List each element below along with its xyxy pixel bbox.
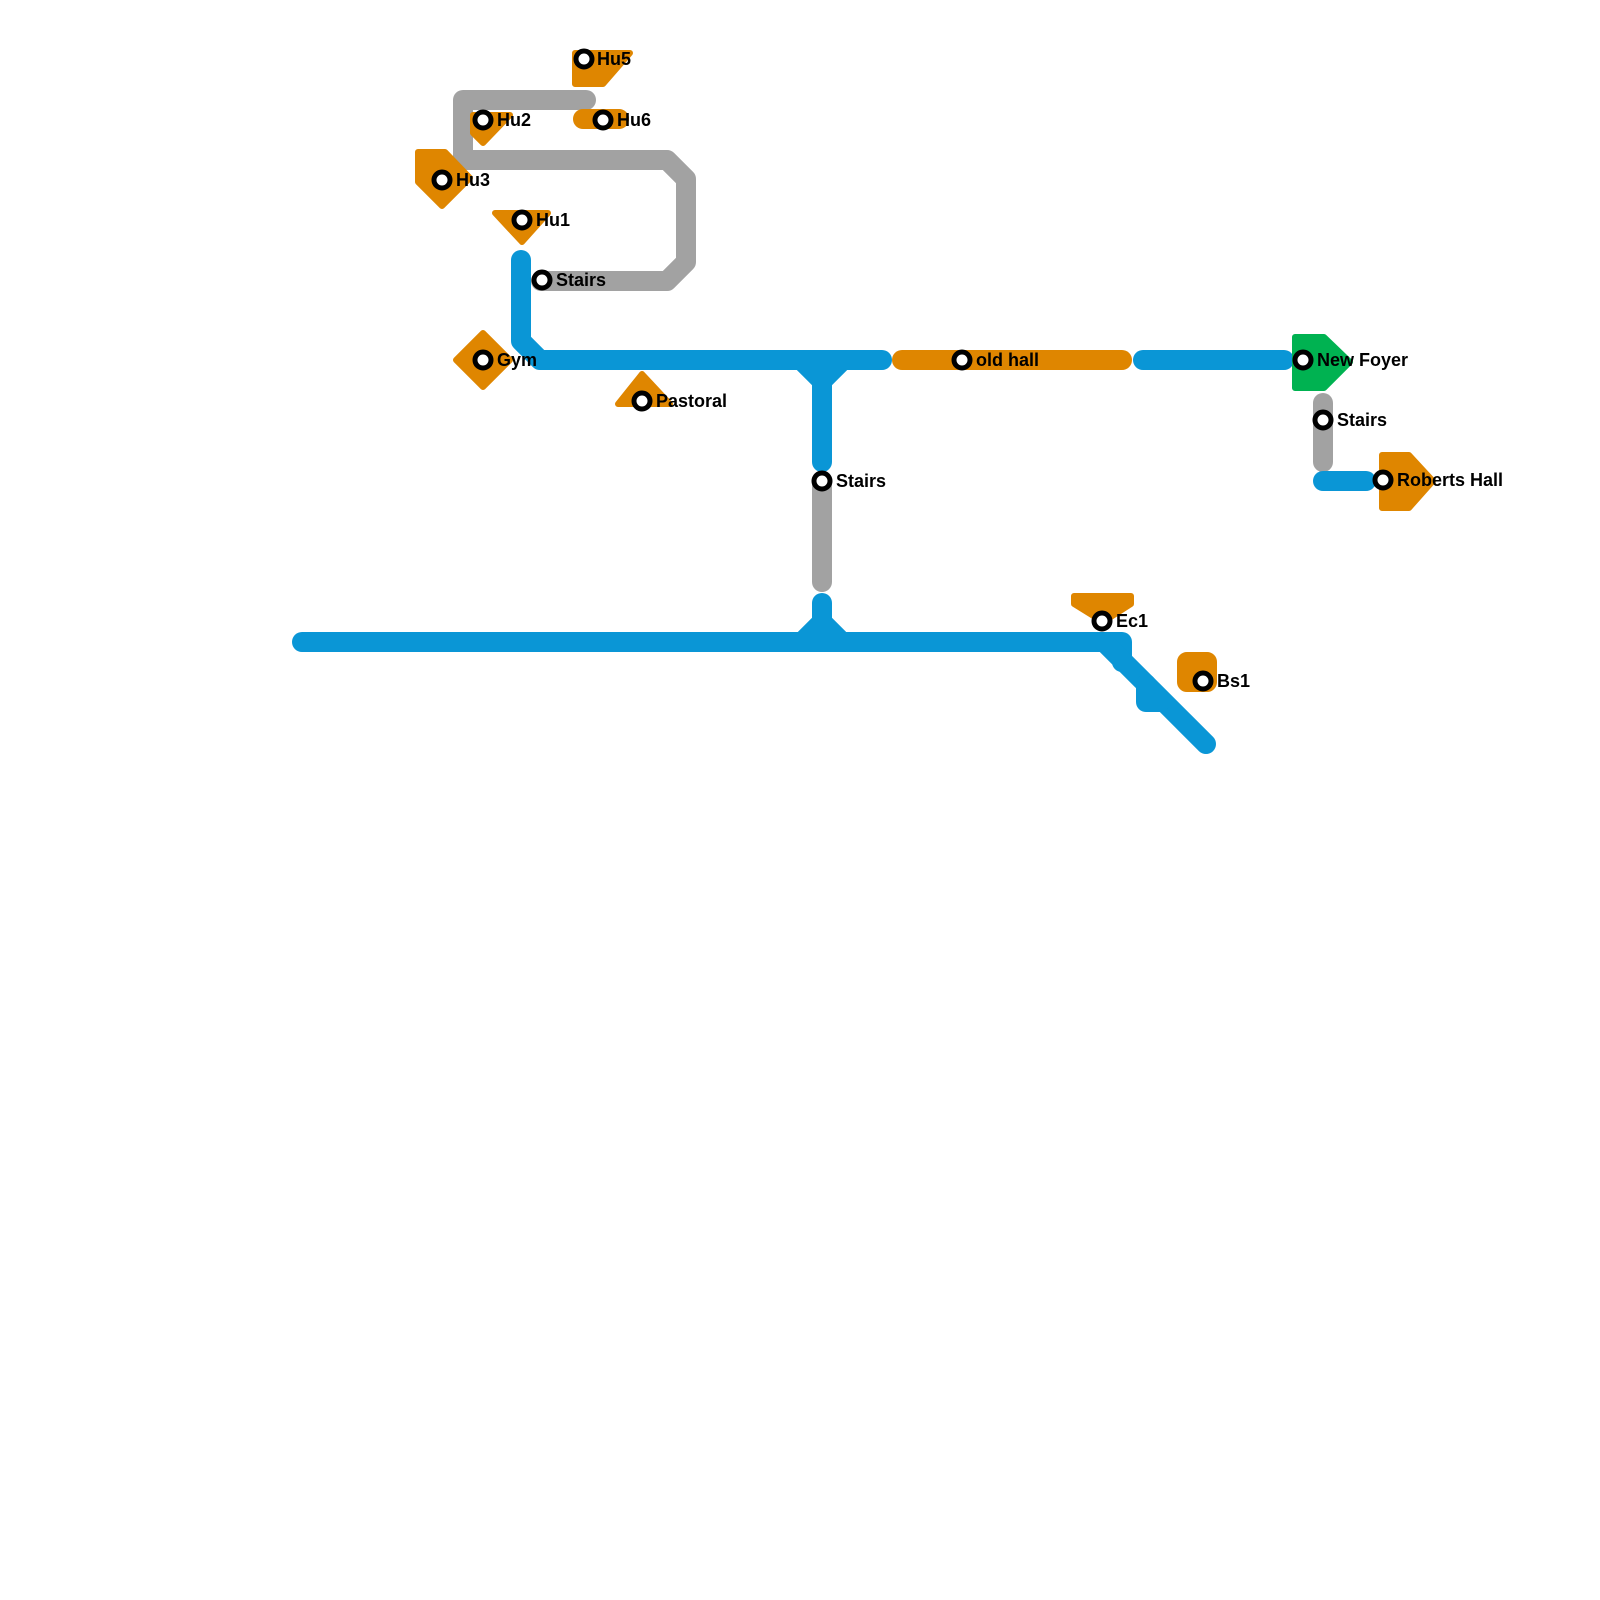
stairs-line-upper [453,90,696,291]
station-stairs-upper[interactable]: Stairs [531,269,606,291]
station-label: Bs1 [1217,671,1250,691]
station-hu2[interactable]: Hu2 [472,109,531,131]
station-label: Hu6 [617,110,651,130]
station-label: Stairs [836,471,886,491]
station-label: Hu1 [536,210,570,230]
station-hu3[interactable]: Hu3 [431,169,490,191]
station-hu1[interactable]: Hu1 [511,209,570,231]
station-stairs-right[interactable]: Stairs [1312,409,1387,431]
station-gym[interactable]: Gym [472,349,537,371]
station-label: Hu3 [456,170,490,190]
station-label: Gym [497,350,537,370]
station-label: Roberts Hall [1397,470,1503,490]
station-label: New Foyer [1317,350,1408,370]
corridor-line-lower [292,632,1132,672]
ec1-shape [1071,593,1134,625]
station-pastoral[interactable]: Pastoral [631,390,727,412]
corridor-spur [1136,674,1170,712]
corridor-branch-up [793,593,851,651]
new-foyer-shape [1292,334,1353,391]
station-label: Pastoral [656,391,727,411]
station-label: Hu2 [497,110,531,130]
station-label: Stairs [556,270,606,290]
station-bs1[interactable]: Bs1 [1192,670,1250,692]
station-label: Ec1 [1116,611,1148,631]
station-label: Hu5 [597,49,631,69]
station-roberts-hall[interactable]: Roberts Hall [1372,469,1503,491]
station-new-foyer[interactable]: New Foyer [1292,349,1408,371]
corridor-branch-down [793,352,851,472]
roberts-hall-shape [1379,452,1436,511]
station-hu5[interactable]: Hu5 [573,48,631,70]
corridor-line-upper [511,250,892,370]
station-label: Stairs [1337,410,1387,430]
station-label: old hall [976,350,1039,370]
station-hu6[interactable]: Hu6 [592,109,651,131]
station-old-hall[interactable]: old hall [951,349,1039,371]
station-ec1[interactable]: Ec1 [1091,610,1148,632]
station-stairs-mid[interactable]: Stairs [811,470,886,492]
